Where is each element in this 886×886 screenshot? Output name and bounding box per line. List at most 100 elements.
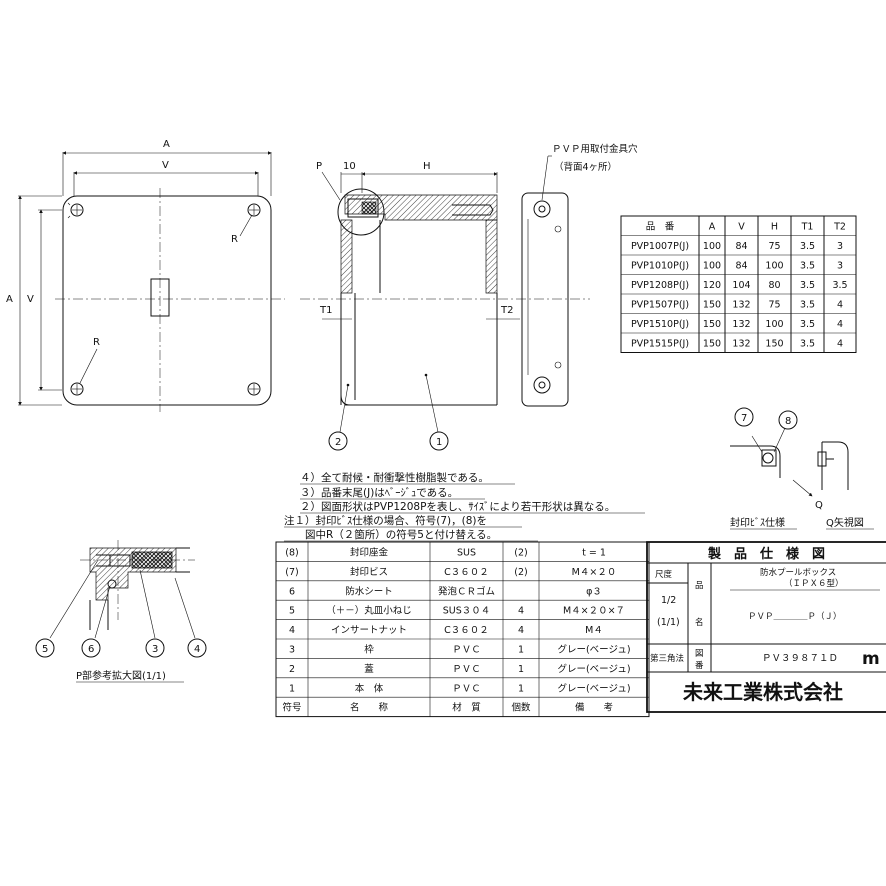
parts-table-cell: C３６０２ [444, 567, 489, 578]
balloon-8: 8 [785, 416, 791, 427]
size-table-header: H [771, 222, 778, 233]
parts-table-cell: 本 体 [355, 682, 384, 694]
scale-label: 尺度 [655, 569, 673, 580]
size-table-cell: 84 [735, 241, 747, 252]
side-section-view: P 10 H T1 T2 [300, 161, 590, 433]
size-table-cell: 3.5 [832, 280, 847, 291]
size-table-cell: 75 [768, 300, 780, 311]
parts-table-cell: (2) [514, 548, 527, 559]
note-1a: 注１）封印ﾋﾞｽ仕様の場合、符号(7)，(8)を [284, 514, 487, 527]
parts-table-header: 備 考 [575, 702, 613, 714]
dim-t1: T1 [319, 305, 332, 316]
parts-table-header: 名 称 [350, 702, 389, 714]
q-arrow-label: Q [815, 500, 823, 511]
parts-table-cell: SUS [457, 548, 476, 559]
brand-logo: m [862, 649, 880, 669]
drawing-number: ＰＶ３９８７１Ｄ [762, 653, 838, 664]
balloon-1: 1 [436, 437, 442, 448]
size-table-header: T1 [801, 222, 814, 233]
screw-icon [70, 382, 84, 396]
size-table-cell: 150 [703, 319, 721, 330]
size-table-cell: 132 [732, 300, 750, 311]
parts-table-header: 個数 [511, 702, 531, 714]
parts-table-cell: ＰＶＣ [452, 664, 481, 675]
parts-table-cell: t = 1 [582, 548, 606, 559]
screw-icon [247, 382, 261, 396]
size-table-cell: PVP1515P(J) [631, 339, 689, 350]
parts-table-cell: 1 [289, 683, 295, 694]
parts-table-cell: グレー(ベージュ) [557, 663, 630, 675]
caption-enlarged: P部参考拡大図(1/1) [76, 669, 166, 682]
balloon-6: 6 [88, 644, 94, 655]
dim-v-left: V [27, 294, 34, 305]
parts-table-cell: （＋－）丸皿小ねじ [326, 605, 412, 617]
size-table-cell: 150 [703, 300, 721, 311]
parts-table-cell: グレー(ベージュ) [557, 682, 630, 694]
seal-screw-detail: 7 8 Q 封印ﾋﾞｽ仕様 Q矢視図 [730, 407, 874, 530]
title-block: 製 品 仕 様 図 尺度 1/2 (1/1) 品 名 防水プールボックス （ＩＰ… [646, 541, 886, 713]
hin-label: 品 [695, 581, 704, 591]
pvp-hole-note-2: （背面4ヶ所） [554, 161, 617, 173]
parts-table-cell: 6 [289, 586, 295, 597]
parts-table-cell: 封印ビス [350, 566, 388, 578]
size-table-cell: 3 [837, 261, 843, 272]
size-table-cell: 120 [703, 280, 721, 291]
front-view: A V A V R [6, 139, 285, 412]
dim-10: 10 [343, 161, 356, 172]
parts-table-cell: 防水シート [345, 585, 393, 597]
ban-label: 番 [695, 660, 704, 671]
parts-table-cell: (8) [285, 548, 298, 559]
size-table-cell: 3.5 [800, 241, 815, 252]
size-table-cell: 150 [765, 339, 783, 350]
parts-table-cell: ＰＶＣ [452, 683, 481, 694]
enlarged-p-detail: 5 6 3 4 P部参考拡大図(1/1) [35, 540, 207, 683]
parts-table-cell: (2) [514, 567, 527, 578]
parts-table-cell: φ３ [586, 586, 602, 597]
screw-icon [67, 202, 84, 219]
label-r-bottom: R [93, 337, 100, 348]
size-table-cell: 4 [837, 339, 843, 350]
size-table-cell: PVP1510P(J) [631, 319, 689, 330]
size-table-cell: PVP1507P(J) [631, 300, 689, 311]
parts-table-cell: 1 [518, 664, 524, 675]
balloon-3: 3 [152, 644, 158, 655]
parts-table-cell: 枠 [364, 644, 374, 656]
note-1b: 図中R（２箇所）の符号5と付け替える。 [284, 528, 497, 541]
size-table-cell: 132 [732, 339, 750, 350]
size-table-cell: 132 [732, 319, 750, 330]
company-name: 未来工業株式会社 [683, 680, 843, 704]
size-table-cell: 75 [768, 241, 780, 252]
notes: ４）全て耐候・耐衝撃性樹脂製である。 ３）品番末尾(J)はﾍﾞｰｼﾞｭである。 … [284, 471, 645, 542]
parts-table-cell: 4 [289, 625, 295, 636]
parts-table-header: 材 質 [452, 702, 481, 714]
parts-table-cell: M４×２０ [572, 567, 617, 578]
parts-table-cell: 発泡ＣＲゴム [438, 585, 495, 597]
parts-table-cell: M４×２０×７ [563, 606, 625, 617]
size-table-cell: 3.5 [800, 280, 815, 291]
balloon-4: 4 [194, 644, 200, 655]
parts-table-cell: 1 [518, 645, 524, 656]
size-table-cell: 100 [765, 319, 783, 330]
parts-table-cell: 1 [518, 683, 524, 694]
parts-table-cell: C３６０２ [444, 625, 489, 636]
dim-v-top: V [162, 160, 169, 171]
product-name-1: 防水プールボックス [760, 567, 836, 578]
size-table-header: A [709, 222, 716, 233]
size-table-cell: 3.5 [800, 300, 815, 311]
size-table-header: V [738, 222, 745, 233]
balloon-5: 5 [42, 644, 48, 655]
parts-table-cell: 蓋 [364, 663, 374, 675]
label-p: P [316, 161, 322, 172]
size-table-cell: 3.5 [800, 319, 815, 330]
dim-a-top: A [163, 139, 170, 150]
parts-table-cell: (7) [285, 567, 298, 578]
screw-icon [247, 203, 261, 217]
size-table-header: 品 番 [646, 221, 675, 233]
dim-t2: T2 [500, 305, 513, 316]
parts-table-cell: 5 [289, 606, 295, 617]
back-view: ＰＶＰ用取付金具穴 （背面4ヶ所） [521, 143, 638, 407]
parts-table-cell: 2 [289, 664, 295, 675]
